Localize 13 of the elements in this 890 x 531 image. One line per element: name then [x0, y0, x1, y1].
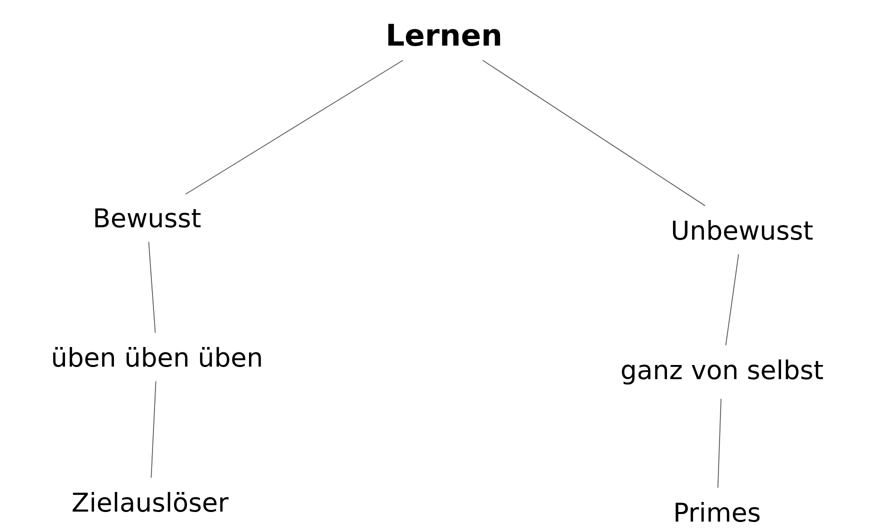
connector-line [185, 60, 404, 195]
connector-line [482, 60, 706, 206]
node-text: ganz von selbst [622, 359, 823, 385]
connector-line [148, 241, 156, 334]
connector-line [725, 254, 739, 346]
connector-line [150, 380, 156, 478]
node-text: Unbewusst [673, 220, 813, 240]
node-text: Bewusst [95, 208, 201, 228]
node-text: üben üben üben [53, 346, 261, 367]
node-text: Primes [676, 502, 760, 522]
node-text: Zielauslöser [72, 492, 229, 512]
connector-line [717, 398, 722, 488]
title-text: Lernen [388, 24, 500, 46]
